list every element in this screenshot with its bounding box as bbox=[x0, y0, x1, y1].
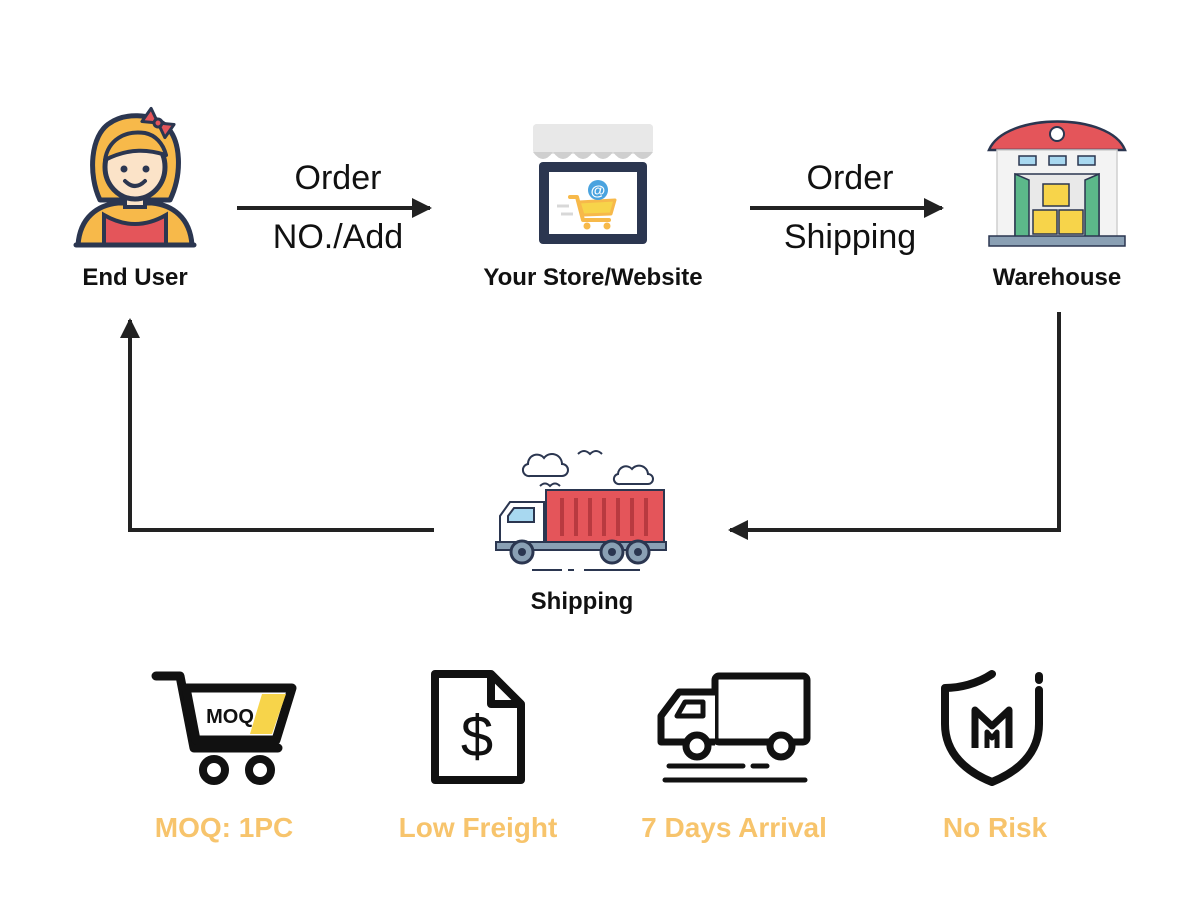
store-at-badge: @ bbox=[591, 183, 606, 200]
edge-store-warehouse-bottom: Shipping bbox=[783, 218, 917, 256]
feature-label-risk: No Risk bbox=[942, 812, 1048, 843]
shield-icon bbox=[941, 670, 1043, 786]
store-label: Your Store/Website bbox=[483, 264, 703, 291]
feature-label-moq: MOQ: 1PC bbox=[154, 812, 294, 843]
feature-label-arrival: 7 Days Arrival bbox=[641, 812, 827, 843]
edge-user-store-bottom: NO./Add bbox=[272, 218, 404, 256]
moq-badge-text: MOQ bbox=[206, 706, 254, 728]
end-user-icon bbox=[73, 106, 197, 248]
shipping-label: Shipping bbox=[530, 588, 634, 615]
store-icon: @ bbox=[533, 124, 653, 244]
feature-label-freight: Low Freight bbox=[398, 812, 558, 843]
shipping-truck-icon bbox=[495, 450, 667, 571]
cart-icon: MOQ bbox=[151, 671, 297, 785]
edge-store-warehouse-top: Order bbox=[806, 159, 894, 197]
end-user-label: End User bbox=[82, 264, 188, 291]
edge-user-store-top: Order bbox=[294, 159, 382, 197]
dollar-document-icon: $ bbox=[431, 670, 525, 784]
arrow-warehouse-to-shipping bbox=[728, 312, 1061, 540]
dollar-sign: $ bbox=[461, 704, 493, 769]
delivery-truck-icon bbox=[657, 672, 811, 783]
arrow-shipping-to-user bbox=[120, 318, 434, 532]
warehouse-icon bbox=[987, 120, 1127, 247]
warehouse-label: Warehouse bbox=[992, 264, 1122, 291]
